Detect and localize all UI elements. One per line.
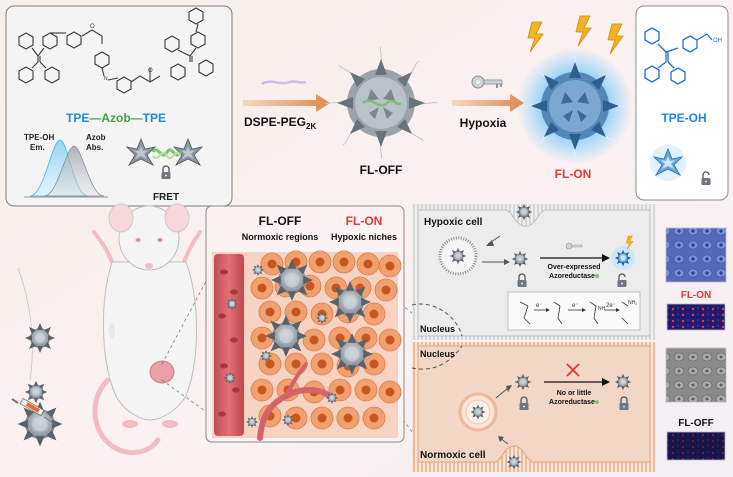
- tissue-fl-on-title: FL-ON: [346, 214, 383, 228]
- azob-structure: O N O: [81, 24, 161, 94]
- blood-vessel: [214, 254, 333, 441]
- normoxic-cell-label: Normoxic cell: [420, 450, 486, 461]
- syringe-icon: [11, 397, 57, 426]
- little-line2: Azoreductase: [549, 399, 595, 406]
- fl-off-tissue-image: [666, 431, 726, 461]
- step2-reagent: Hypoxia: [460, 116, 507, 130]
- step1-arrow: DSPE-PEG2K: [243, 80, 330, 131]
- reaction-e2: e⁻: [572, 303, 579, 309]
- key-icon: [471, 75, 503, 89]
- compound-tpe-left: TPE: [66, 111, 89, 125]
- svg-text:N: N: [104, 76, 108, 82]
- fl-on-cell-image: [665, 227, 727, 283]
- endosome-normoxic: [458, 392, 498, 432]
- endosome: [438, 236, 478, 276]
- spectrum-plot: TPE-OH Em. Azob Abs.: [24, 133, 108, 198]
- tpe-right-structure: [164, 7, 214, 81]
- em-label-line1: TPE-OH: [24, 133, 54, 142]
- product-aggregate: [650, 145, 686, 181]
- svg-text:O: O: [90, 24, 95, 30]
- fret-illustration: FRET: [126, 138, 203, 203]
- tissue-fl-off-title: FL-OFF: [259, 214, 302, 228]
- over-expressed-line1: Over-expressed: [548, 264, 601, 271]
- reaction-scheme: e⁻ e⁻ 2e⁻ NH NH₂: [507, 291, 641, 331]
- tissue-fl-on-sub: Hypoxic niches: [331, 232, 397, 242]
- hypoxic-cell-panel: Hypoxic cell Over-expressed Azoreductase: [411, 203, 656, 340]
- fl-off-nanoparticle: FL-OFF: [324, 46, 438, 177]
- hypoxic-cell-label: Hypoxic cell: [424, 217, 483, 228]
- oh-group: OH: [713, 38, 722, 44]
- normoxic-cell-panel: Nucleus No or little Azoreductase Normox…: [411, 342, 656, 472]
- step2-arrow: Hypoxia: [452, 75, 524, 130]
- fl-on-nanoparticle: FL-ON: [517, 15, 633, 181]
- product-panel: OH TPE-OH: [635, 5, 729, 201]
- reaction-nh: NH: [598, 306, 606, 312]
- enzyme-icon: [595, 274, 599, 278]
- fret-label: FRET: [153, 192, 179, 203]
- compound-tpe-right: TPE: [143, 111, 166, 125]
- tissue-panel: FL-OFF Normoxic regions FL-ON Hypoxic ni…: [205, 205, 405, 443]
- little-line1: No or little: [557, 390, 592, 397]
- fl-off-cell-image: [665, 347, 727, 403]
- enzyme-icon-small: [595, 400, 599, 404]
- reaction-nh2: NH₂: [628, 300, 637, 306]
- tissue-fl-off-sub: Normoxic regions: [242, 232, 319, 242]
- over-expressed-line2: Azoreductase: [549, 273, 595, 280]
- step1-reagent: DSPE-PEG2K: [244, 115, 316, 131]
- imaging-results: FL-ON FL-OFF: [665, 227, 727, 461]
- nucleus-label-bottom: Nucleus: [420, 349, 455, 359]
- compound-label: TPE—Azob—TPE: [66, 111, 166, 125]
- mouse-body: [92, 203, 202, 456]
- reaction-e1: e⁻: [536, 303, 543, 309]
- key-icon-small: [565, 242, 583, 250]
- product-label: TPE-OH: [661, 111, 706, 125]
- fl-off-label: FL-OFF: [360, 163, 403, 177]
- abs-label-line1: Azob: [86, 133, 106, 142]
- mouse-injection: [11, 267, 63, 447]
- compound-azob: Azob: [101, 111, 130, 125]
- compound-panel: O N O TPE—Azob—TPE: [5, 5, 233, 207]
- tpe-left-structure: [18, 31, 82, 84]
- abs-label-line2: Abs.: [86, 143, 103, 152]
- nucleus-label-top: Nucleus: [420, 324, 455, 334]
- fl-on-label: FL-ON: [555, 167, 592, 181]
- fl-on-tissue-image: [666, 303, 726, 331]
- image-fl-on-label: FL-ON: [681, 290, 712, 301]
- reaction-2e: 2e⁻: [606, 303, 616, 309]
- cross-icon: [566, 363, 580, 377]
- em-label-line2: Em.: [30, 143, 45, 152]
- image-fl-off-label: FL-OFF: [678, 418, 714, 429]
- tpe-oh-structure: OH: [644, 27, 722, 85]
